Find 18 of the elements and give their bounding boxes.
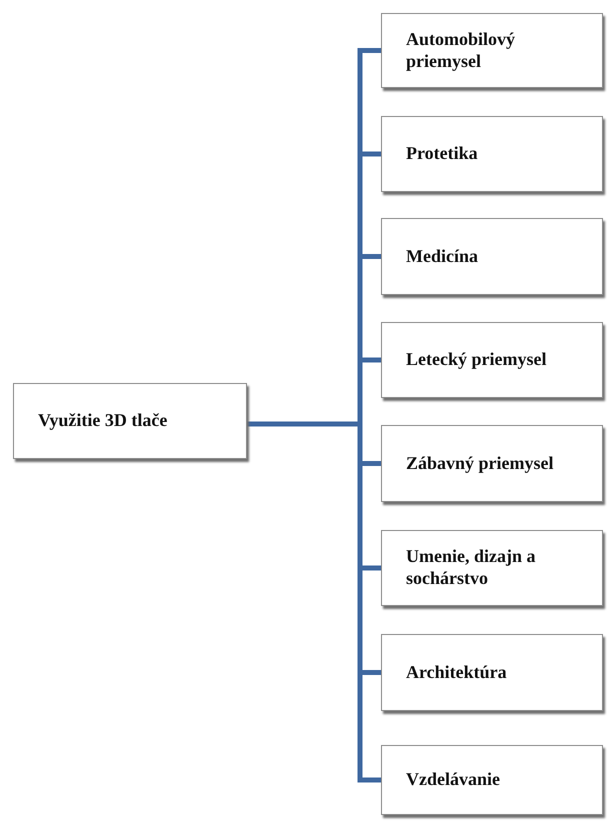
node-label: Automobilový priemysel — [406, 28, 516, 72]
node-label: Umenie, dizajn a sochárstvo — [406, 546, 536, 590]
node-label: Protetika — [406, 143, 479, 165]
category-box — [381, 745, 603, 815]
category-box — [381, 13, 603, 88]
category-box — [381, 218, 603, 295]
node-label: Architektúra — [406, 662, 508, 684]
category-box — [381, 425, 603, 502]
node-label: Medicína — [406, 246, 479, 268]
node-label: Zábavný priemysel — [406, 452, 555, 474]
category-box — [381, 530, 603, 606]
node-label: Letecký priemysel — [406, 349, 548, 371]
root-box — [13, 383, 247, 459]
node-label: Vzdelávanie — [406, 769, 501, 791]
category-box — [381, 634, 603, 711]
category-box — [381, 322, 603, 398]
category-box — [381, 116, 603, 192]
node-label: Využitie 3D tlače — [38, 410, 168, 432]
